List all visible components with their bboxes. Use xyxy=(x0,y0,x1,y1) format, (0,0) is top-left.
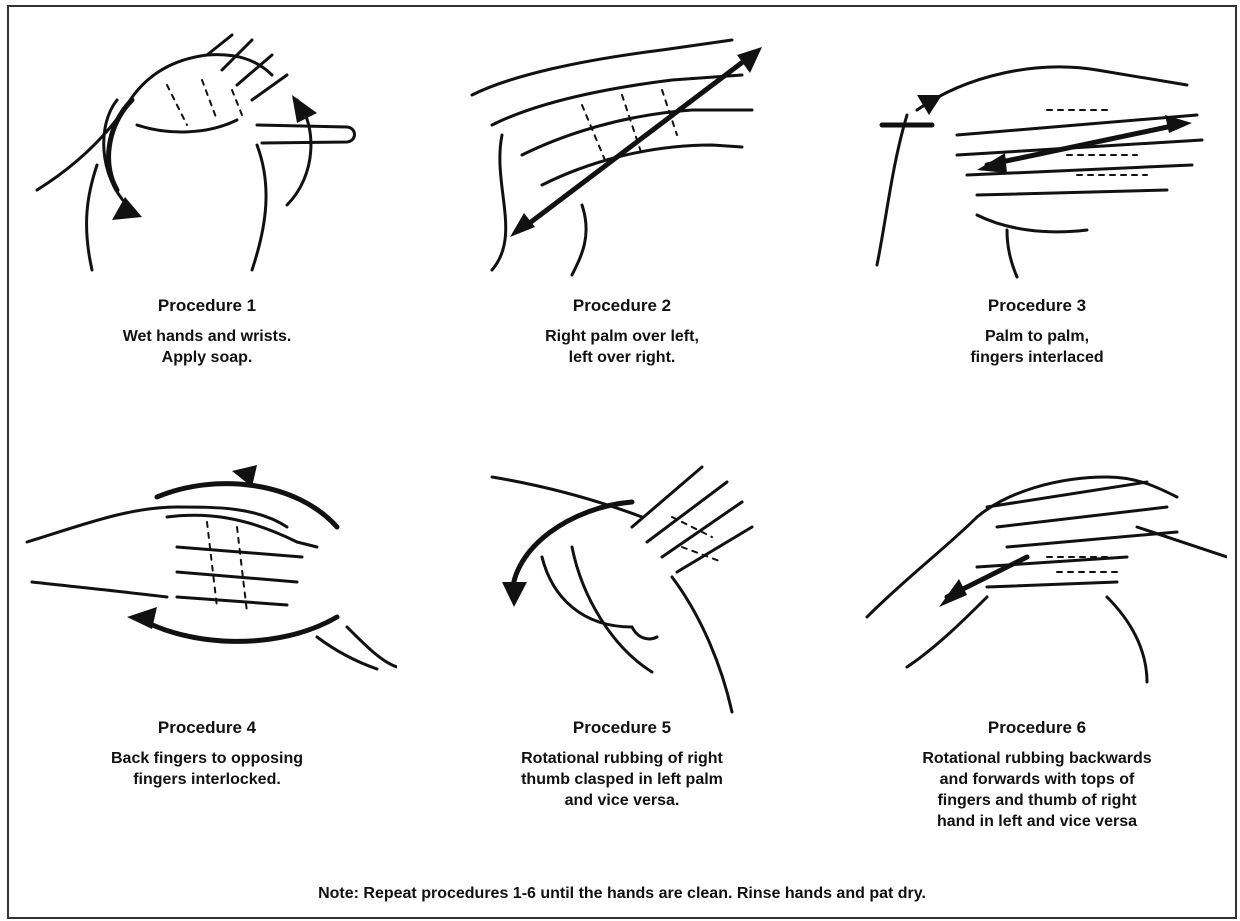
procedure-caption-1: Procedure 1 Wet hands and wrists. Apply … xyxy=(17,295,397,368)
procedure-caption-2: Procedure 2 Right palm over left, left o… xyxy=(432,295,812,368)
procedure-description-line: Right palm over left, xyxy=(432,326,812,347)
procedure-description-line: fingers and thumb of right xyxy=(847,790,1227,811)
procedure-caption-4: Procedure 4 Back fingers to opposing fin… xyxy=(17,717,397,790)
procedure-description-line: fingers interlaced xyxy=(847,347,1227,368)
procedure-description-line: and vice versa. xyxy=(432,790,812,811)
procedure-description-line: thumb clasped in left palm xyxy=(432,769,812,790)
palm-to-palm-interlaced-icon xyxy=(847,15,1227,285)
procedure-title: Procedure 4 xyxy=(17,717,397,739)
procedure-description-line: Rotational rubbing backwards xyxy=(847,748,1227,769)
procedure-title: Procedure 1 xyxy=(17,295,397,317)
handwashing-procedure-sheet: Procedure 1 Wet hands and wrists. Apply … xyxy=(7,5,1237,919)
procedure-description-line: Apply soap. xyxy=(17,347,397,368)
procedure-description-line: Back fingers to opposing xyxy=(17,748,397,769)
procedure-title: Procedure 5 xyxy=(432,717,812,739)
hands-rubbing-circular-icon xyxy=(17,15,397,285)
procedure-description-line: Palm to palm, xyxy=(847,326,1227,347)
procedure-description-line: fingers interlocked. xyxy=(17,769,397,790)
procedure-description-line: left over right. xyxy=(432,347,812,368)
palm-over-back-of-hand-icon xyxy=(432,15,812,285)
procedure-title: Procedure 3 xyxy=(847,295,1227,317)
back-fingers-interlocked-icon xyxy=(17,447,397,717)
procedure-description-line: and forwards with tops of xyxy=(847,769,1227,790)
procedure-caption-3: Procedure 3 Palm to palm, fingers interl… xyxy=(847,295,1227,368)
procedure-caption-6: Procedure 6 Rotational rubbing backwards… xyxy=(847,717,1227,832)
fingertips-in-palm-icon xyxy=(847,447,1227,717)
procedure-caption-5: Procedure 5 Rotational rubbing of right … xyxy=(432,717,812,811)
procedure-title: Procedure 6 xyxy=(847,717,1227,739)
procedure-description-line: Wet hands and wrists. xyxy=(17,326,397,347)
procedure-description-line: hand in left and vice versa xyxy=(847,811,1227,832)
thumb-rotational-rubbing-icon xyxy=(432,447,812,717)
procedure-description-line: Rotational rubbing of right xyxy=(432,748,812,769)
procedure-title: Procedure 2 xyxy=(432,295,812,317)
footer-note: Note: Repeat procedures 1-6 until the ha… xyxy=(9,884,1235,904)
